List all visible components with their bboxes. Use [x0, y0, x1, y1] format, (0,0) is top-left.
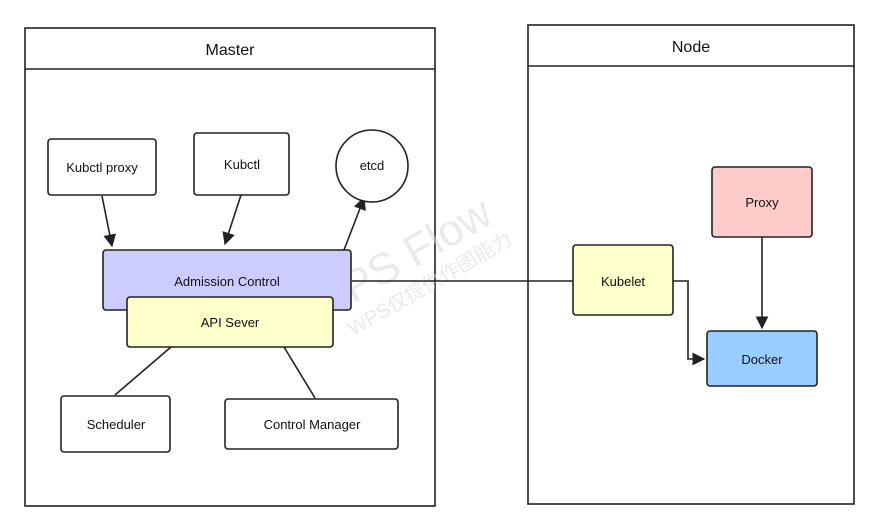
node-proxy: Proxy [711, 166, 813, 238]
edge-api-to-scheduler [114, 346, 172, 396]
proxy-label: Proxy [745, 195, 779, 210]
control-manager-label: Control Manager [264, 417, 361, 432]
node-api-server: API Sever [126, 296, 334, 348]
node-admission-control: Admission Control [102, 249, 352, 311]
kubectl-label: Kubctl [224, 157, 260, 172]
edge-kubectl-to-admission [222, 194, 242, 246]
node-scheduler: Scheduler [60, 395, 171, 453]
node-kubelet: Kubelet [572, 244, 674, 316]
edge-admission-to-etcd [343, 196, 366, 251]
node-kubectl: Kubctl [193, 132, 290, 196]
node-container: Node [527, 24, 855, 505]
master-title: Master [206, 42, 256, 59]
node-title: Node [672, 39, 710, 56]
edge-kubelet-to-docker [673, 280, 706, 366]
admission-control-label: Admission Control [174, 274, 280, 289]
scheduler-label: Scheduler [87, 417, 146, 432]
edge-kubectl-proxy-to-admission [101, 195, 117, 248]
api-server-label: API Sever [201, 315, 260, 330]
kubectl-proxy-label: Kubctl proxy [66, 160, 138, 175]
edge-api-to-control-manager [283, 346, 316, 399]
node-docker: Docker [706, 330, 818, 387]
kubelet-label: Kubelet [601, 274, 645, 289]
node-etcd: etcd [335, 129, 409, 203]
node-kubectl-proxy: Kubctl proxy [47, 138, 157, 196]
node-control-manager: Control Manager [224, 398, 399, 450]
docker-label: Docker [741, 352, 783, 367]
connectors [101, 194, 769, 399]
etcd-label: etcd [360, 158, 385, 173]
